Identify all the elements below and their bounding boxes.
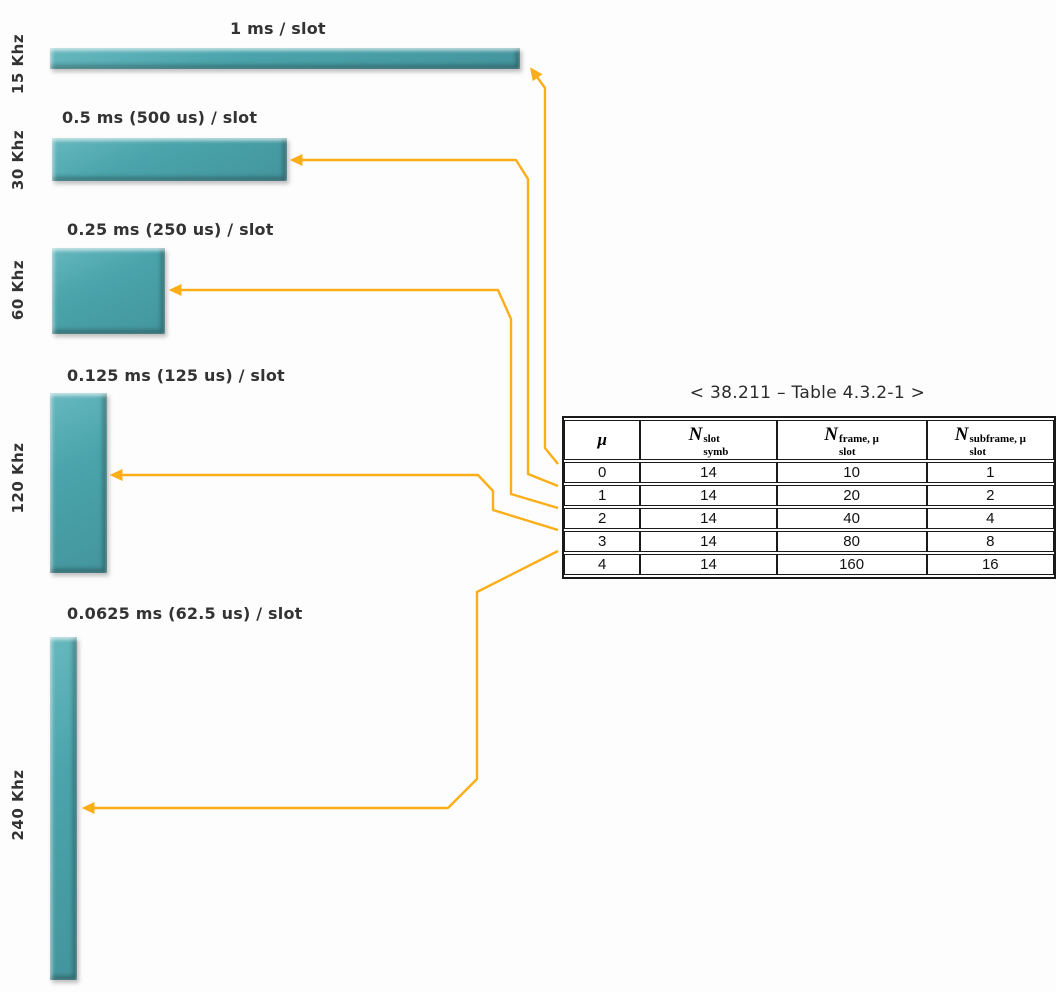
connector-arrow-mu1 — [289, 154, 559, 488]
superscript: subframe, μ — [969, 433, 1026, 446]
table-cell: 14 — [640, 462, 777, 483]
connector-arrow-mu2 — [168, 284, 559, 510]
slot-bar-15khz — [50, 48, 520, 69]
table-cell: 14 — [640, 531, 777, 552]
table-cell: 160 — [776, 554, 927, 575]
subscript: symb — [703, 445, 729, 458]
freq-label-15khz: 15 Khz — [9, 33, 27, 95]
freq-label-30khz: 30 Khz — [9, 129, 27, 191]
table-cell: 1 — [564, 485, 641, 506]
table-row-mu1: 1 14 20 2 — [564, 485, 1054, 506]
table-cell: 14 — [640, 508, 777, 529]
connector-arrow-mu0 — [530, 67, 559, 465]
table-row-mu3: 3 14 80 8 — [564, 531, 1054, 552]
table-cell: 8 — [926, 531, 1054, 552]
slot-bar-30khz — [52, 138, 287, 181]
table-title: < 38.211 – Table 4.3.2-1 > — [689, 383, 926, 403]
superscript: slot — [703, 433, 720, 446]
slot-duration-label-240khz: 0.0625 ms (62.5 us) / slot — [67, 604, 303, 623]
slot-duration-label-30khz: 0.5 ms (500 us) / slot — [62, 108, 258, 127]
table-cell: 3 — [564, 531, 641, 552]
mu-symbol: μ — [597, 430, 607, 449]
table-cell: 4 — [564, 554, 641, 575]
table-cell: 14 — [640, 554, 777, 575]
table-cell: 2 — [564, 508, 641, 529]
col-header-mu: μ — [564, 420, 641, 460]
table-cell: 1 — [926, 462, 1054, 483]
slot-duration-label-120khz: 0.125 ms (125 us) / slot — [67, 366, 285, 385]
table-cell: 0 — [564, 462, 641, 483]
slot-duration-label-15khz: 1 ms / slot — [230, 19, 326, 38]
freq-label-120khz: 120 Khz — [9, 442, 27, 514]
table-cell: 4 — [926, 508, 1054, 529]
freq-label-60khz: 60 Khz — [9, 259, 27, 321]
connector-arrow-mu3 — [109, 469, 559, 532]
table-row-mu4: 4 14 160 16 — [564, 554, 1054, 575]
superscript: frame, μ — [839, 433, 879, 446]
slot-duration-label-60khz: 0.25 ms (250 us) / slot — [67, 220, 274, 239]
table-cell: 10 — [776, 462, 927, 483]
subscript: slot — [839, 445, 856, 458]
table-row-mu0: 0 14 10 1 — [564, 462, 1054, 483]
table-cell: 80 — [776, 531, 927, 552]
table-row-mu2: 2 14 40 4 — [564, 508, 1054, 529]
freq-label-240khz: 240 Khz — [9, 769, 27, 841]
subscript: slot — [969, 445, 987, 458]
table-cell: 20 — [776, 485, 927, 506]
slot-bar-240khz — [50, 637, 77, 980]
table-cell: 14 — [640, 485, 777, 506]
table-cell: 40 — [776, 508, 927, 529]
table-cell: 16 — [926, 554, 1054, 575]
slot-bar-120khz — [50, 393, 107, 573]
table-cell: 2 — [926, 485, 1054, 506]
slot-bar-60khz — [52, 248, 165, 334]
connector-arrow-mu4 — [81, 549, 559, 814]
